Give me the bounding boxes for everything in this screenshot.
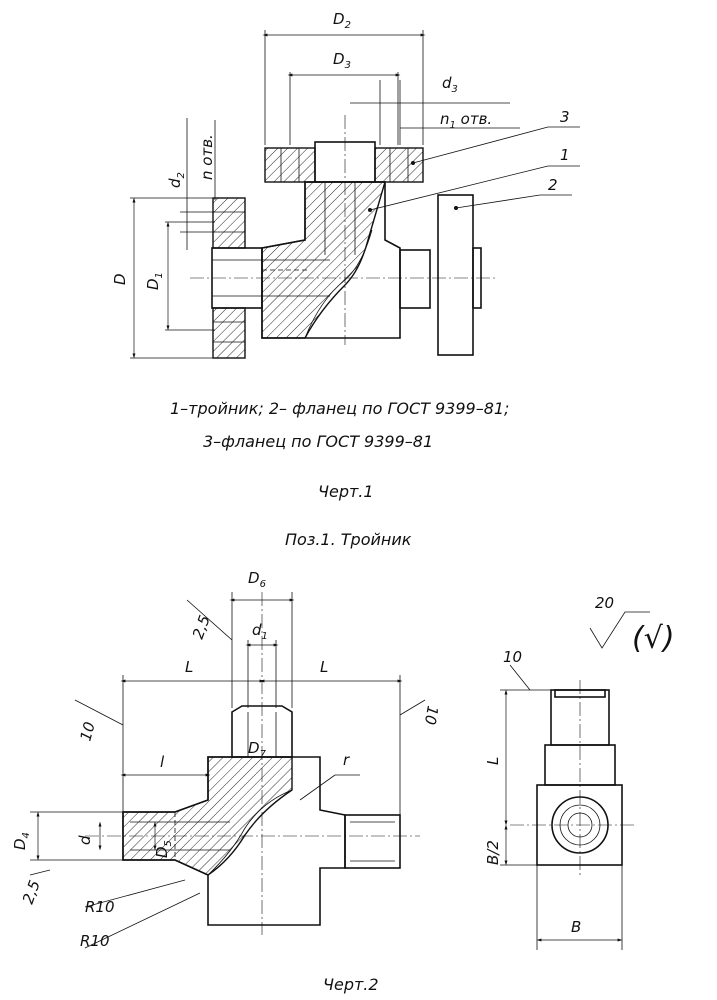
dim-chamfer-bottom: 2,5 xyxy=(19,878,44,907)
top-flange xyxy=(264,141,424,183)
side-dim-B: B xyxy=(571,918,581,936)
dim-n1-holes: n1 отв. xyxy=(440,110,492,131)
right-flange xyxy=(437,194,482,356)
callout-dot-1 xyxy=(368,208,372,212)
callout-1: 1 xyxy=(560,146,570,164)
dim-D6: D6 xyxy=(248,569,266,590)
dim-D5: D5 xyxy=(153,840,174,858)
callout-3: 3 xyxy=(560,108,570,126)
fig2-caption: Черт.2 xyxy=(323,975,379,994)
dim-r: r xyxy=(343,751,350,769)
fig2-side-view xyxy=(500,664,635,950)
dim-n-holes: n отв. xyxy=(198,134,216,180)
fig1-assembly xyxy=(130,30,580,359)
dim-D3: D3 xyxy=(333,50,351,71)
callout-2: 2 xyxy=(548,176,558,194)
dim-R10-b: R10 xyxy=(80,932,110,950)
dim-d3: d3 xyxy=(442,74,458,95)
dim-D1: D1 xyxy=(144,272,165,290)
callout-dot-3 xyxy=(411,161,415,165)
roughness-paren: (√) xyxy=(632,621,675,656)
dim-L-right: L xyxy=(320,658,328,676)
side-dim-B-half: B/2 xyxy=(484,840,502,865)
position-title: Поз.1. Тройник xyxy=(285,530,412,549)
dim-d: d xyxy=(76,835,94,845)
callout-dot-2 xyxy=(454,206,458,210)
dim-chamfer-top: 2,5 xyxy=(189,613,214,642)
roughness-value: 20 xyxy=(595,594,614,612)
dim-R10-a: R10 xyxy=(85,898,115,916)
dim-d2: d2 xyxy=(166,172,187,188)
dim-l: l xyxy=(160,753,165,771)
fig1-legend-line2: 3–фланец по ГОСТ 9399–81 xyxy=(203,432,433,451)
roughness-symbol xyxy=(589,611,650,649)
side-dim-L: L xyxy=(484,757,502,765)
side-angle: 10 xyxy=(503,648,522,666)
dim-D4: D4 xyxy=(11,832,32,850)
dim-angle-left: 10 xyxy=(76,720,98,743)
fig1-caption: Черт.1 xyxy=(318,482,374,501)
fig1-legend-line1: 1–тройник; 2– фланец по ГОСТ 9399–81; xyxy=(170,399,509,418)
dim-angle-right: 10 xyxy=(421,704,442,726)
dim-D: D xyxy=(111,273,129,285)
dim-D7: D7 xyxy=(248,739,267,760)
left-flange xyxy=(212,197,246,359)
dim-D2: D2 xyxy=(333,10,351,31)
fig2-tee-section xyxy=(29,592,426,949)
dim-L-left: L xyxy=(185,658,193,676)
dim-d1: d1 xyxy=(252,621,268,642)
